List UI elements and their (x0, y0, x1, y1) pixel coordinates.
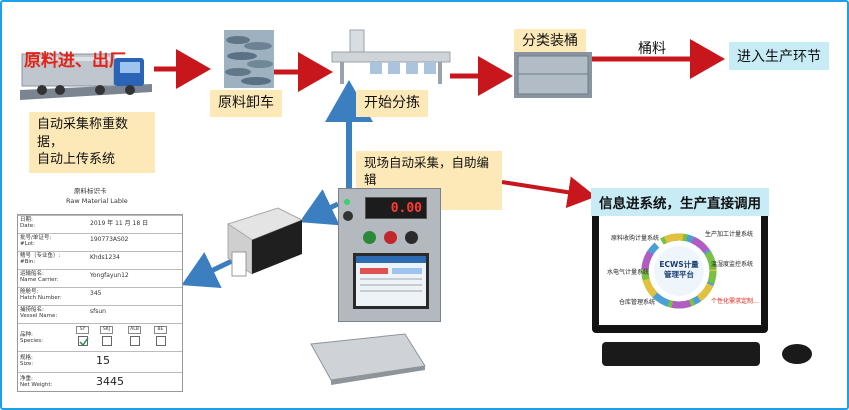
label-sheet: 日期:Date: 2019 年 11 月 18 日 批号/单证号:#Lot: 1… (17, 214, 183, 392)
label-sheet-en-title: Raw Material Lable (66, 197, 128, 205)
barrel-material-label: 桶料 (638, 41, 666, 57)
module-temp-humidity: 温湿度监控系统 (711, 261, 754, 268)
red-button[interactable] (384, 231, 397, 244)
power-indicator (344, 199, 350, 205)
weight-readout: 0.00 (390, 201, 422, 216)
module-purchase: 原料收购计量系统 (611, 235, 660, 242)
black-button[interactable] (405, 231, 418, 244)
check-icon (79, 337, 89, 347)
unloading-label: 原料卸车 (210, 90, 282, 117)
weighing-terminal: 0.00 (338, 188, 441, 322)
platform-ring (641, 233, 717, 309)
monitor-screen: ECWS计量 管理平台 原料收购计量系统 生产加工计量系统 温湿度监控系统 个性… (599, 215, 761, 325)
truck-image (20, 53, 152, 100)
sheet-row-size: 规格:Size: 15 (18, 351, 182, 372)
barrel-packing-label: 分类装桶 (514, 29, 586, 54)
sheet-row-date: 日期:Date: 2019 年 11 月 18 日 (18, 215, 182, 233)
sheet-row-carrier: 运输船名:Name Carrier: Yongfayun12 (18, 269, 182, 287)
arrow-printer-to-label (181, 252, 236, 289)
species-alb-checkbox[interactable] (130, 336, 140, 346)
module-utilities: 水电气计量系统 (607, 269, 650, 276)
fish-bin-image (514, 52, 592, 98)
sheet-row-vessel: 捕捞船名:Vessel Name: sfsun (18, 305, 182, 323)
start-sorting-label: 开始分拣 (356, 90, 428, 117)
label-sheet-cn-title: 原料标识卡 (74, 187, 107, 195)
factory-title: 原料进、出厂 (24, 51, 126, 71)
arrow-terminal-to-system (501, 176, 596, 209)
platform-center-label: ECWS计量 管理平台 (659, 260, 699, 279)
sheet-row-hatch: 舱舱号:Hatch Number: 345 (18, 287, 182, 305)
species-alb: ALB (128, 326, 141, 334)
keyboard-image (602, 342, 760, 366)
label-printer-image (226, 207, 304, 277)
species-sy-checkbox[interactable] (78, 336, 89, 347)
floor-scale-image (310, 333, 426, 385)
sheet-row-lot: 批号/单证号:#Lot: 190773AS02 (18, 233, 182, 251)
sorting-machine-image (331, 29, 451, 84)
sheet-row-bin: 鳍号（专业鱼）:#Bin: Khds1234 (18, 251, 182, 269)
mouse-image (782, 344, 812, 364)
info-system-label: 信息进系统，生产直接调用 (591, 188, 769, 216)
species-skj: SKJ (100, 326, 113, 334)
monitor: ECWS计量 管理平台 原料收购计量系统 生产加工计量系统 温湿度监控系统 个性… (592, 209, 768, 333)
auto-collect-label: 自动采集称重数据， 自动上传系统 (29, 112, 155, 173)
touch-screen[interactable] (353, 253, 429, 309)
species-be-checkbox[interactable] (156, 336, 166, 346)
module-custom: 个性化需求定制… (711, 298, 760, 305)
weight-display: 0.00 (365, 197, 427, 219)
into-production-label: 进入生产环节 (729, 42, 829, 70)
species-sy: SY (76, 326, 89, 334)
green-button[interactable] (363, 231, 376, 244)
fish-image (224, 30, 274, 88)
module-processing: 生产加工计量系统 (705, 231, 754, 238)
module-warehouse: 仓库管理系统 (619, 299, 656, 306)
key-switch[interactable] (343, 211, 353, 221)
sheet-row-weight: 净重:Net Weight: 3445 (18, 372, 182, 393)
sheet-row-species: 品种:Species: SY SKJ ALB BE (18, 323, 182, 351)
species-skj-checkbox[interactable] (102, 336, 112, 346)
arrow-terminal-to-printer (299, 189, 340, 226)
species-be: BE (154, 326, 167, 334)
